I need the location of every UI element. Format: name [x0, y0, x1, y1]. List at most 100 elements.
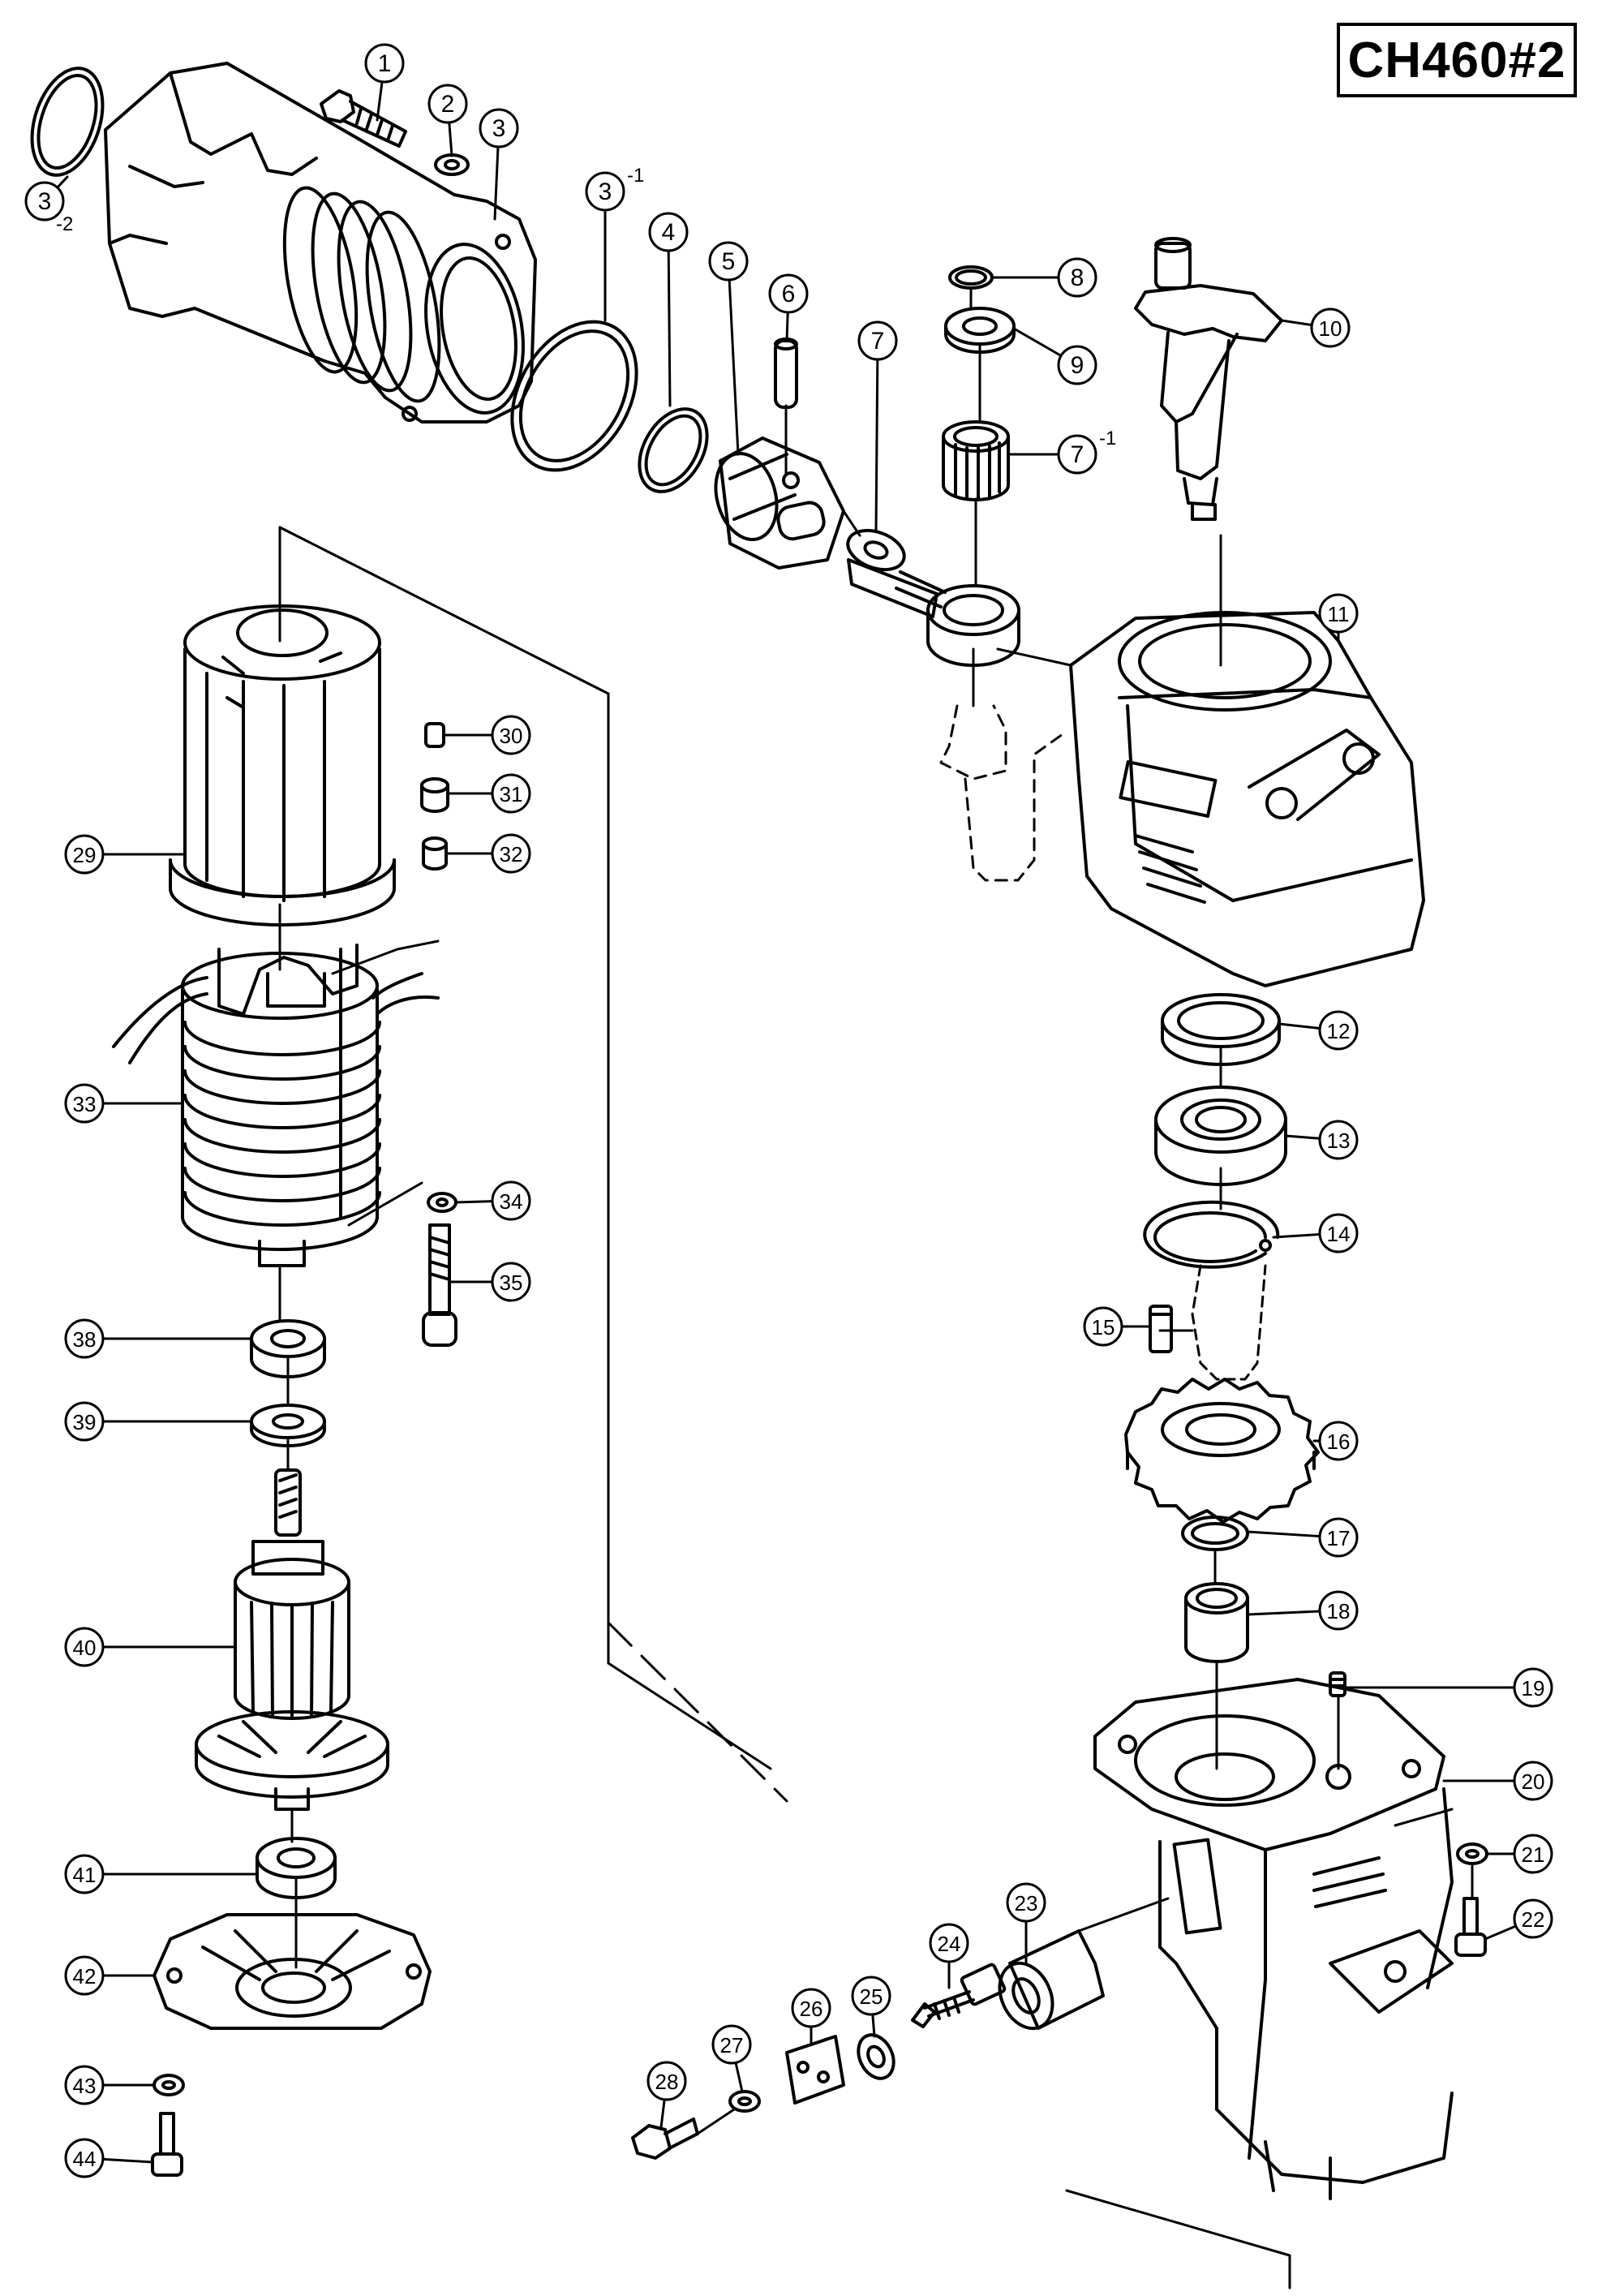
- callout-number: 43: [73, 2074, 97, 2098]
- callout-circle: [364, 43, 405, 84]
- callout-circle: [929, 1923, 969, 1963]
- callout-leader: [728, 278, 740, 456]
- callout-leader: [1280, 319, 1313, 327]
- callout-number: 6: [782, 281, 796, 307]
- callout-p34: 34: [454, 1180, 531, 1221]
- callout-circle: [648, 212, 689, 252]
- end-cover-part-42: [152, 1913, 432, 2030]
- callout-circle: [1513, 1898, 1553, 1939]
- callout-leader: [874, 358, 879, 533]
- callout-leader: [448, 121, 453, 157]
- callout-number: 39: [73, 1410, 97, 1434]
- retaining-ring-part-17: [1181, 1516, 1249, 1551]
- callout-circle: [24, 181, 65, 221]
- callout-circle: [64, 1318, 105, 1359]
- callout-leader: [1272, 1232, 1321, 1239]
- callout-p1: 1: [364, 43, 405, 122]
- brush-cap-part-25: [857, 2033, 895, 2080]
- callout-p6: 6: [768, 273, 809, 342]
- callout-p18: 18: [1246, 1590, 1359, 1631]
- brush-holder-part-23: [998, 1929, 1105, 2031]
- callout-p4: 4: [648, 212, 689, 407]
- callout-number: 3: [599, 178, 612, 205]
- cap-part-30: [424, 722, 445, 748]
- callout-p13: 13: [1284, 1120, 1359, 1160]
- callout-p43: 43: [64, 2065, 156, 2105]
- callout-leader: [101, 2157, 154, 2164]
- screw-part-35: [422, 1223, 457, 1347]
- shaft-hidden-outline: [1191, 1264, 1267, 1381]
- callout-circle: [1057, 345, 1097, 385]
- callout-suffix: -1: [627, 165, 644, 187]
- o-ring-part-3-2: [30, 67, 105, 177]
- callout-number: 41: [73, 1863, 97, 1887]
- callout-circle: [851, 1976, 891, 2016]
- callout-number: 29: [73, 843, 97, 867]
- callout-circle: [1310, 307, 1351, 348]
- callout-number: 10: [1319, 316, 1342, 341]
- callout-p9: 9: [1012, 327, 1097, 385]
- spring-washer-part-34: [427, 1192, 457, 1213]
- callout-number: 31: [500, 782, 523, 806]
- callout-number: 8: [1071, 264, 1084, 291]
- spring-washer-part-27: [728, 2090, 761, 2113]
- callout-number: 44: [73, 2147, 97, 2171]
- callout-leader: [1484, 1924, 1518, 1941]
- callout-number: 7: [1071, 441, 1084, 468]
- crank-case-part-11: [1069, 611, 1425, 987]
- callout-suffix: -1: [1099, 428, 1116, 449]
- crank-shaft-hidden-outline: [939, 704, 1064, 882]
- callout-number: 4: [662, 219, 676, 246]
- callout-p40: 40: [64, 1627, 237, 1667]
- callout-circle: [491, 833, 531, 874]
- callout-p25: 25: [851, 1976, 891, 2038]
- spring-washer-part-43: [152, 2074, 185, 2096]
- callout-number: 24: [938, 1932, 961, 1956]
- callout-circle: [1318, 1010, 1359, 1051]
- callout-number: 13: [1327, 1129, 1351, 1153]
- callout-circle: [1083, 1306, 1123, 1347]
- callout-number: 2: [441, 91, 455, 118]
- callout-circle: [646, 2061, 687, 2101]
- callout-leader: [659, 2098, 666, 2129]
- callout-p24: 24: [929, 1923, 969, 1989]
- callout-p26: 26: [791, 1988, 831, 2046]
- callout-p5: 5: [708, 241, 749, 456]
- callout-p3-2: 3-2: [24, 175, 73, 235]
- callout-p33: 33: [64, 1083, 184, 1124]
- bolt-part-1: [320, 89, 407, 148]
- callout-circle: [1318, 1213, 1359, 1253]
- callout-circle: [491, 1180, 531, 1221]
- callout-circle: [64, 1401, 105, 1442]
- callout-p17: 17: [1246, 1517, 1359, 1558]
- callout-circle: [1318, 1517, 1359, 1558]
- callout-circle: [64, 1854, 105, 1894]
- callout-number: 7: [871, 328, 885, 355]
- callout-number: 15: [1092, 1315, 1115, 1339]
- callout-p38: 38: [64, 1318, 253, 1359]
- assembly-dashed-lines: [278, 526, 788, 1803]
- callout-leader: [1284, 1134, 1321, 1140]
- callout-circle: [1513, 1761, 1553, 1801]
- callout-circle: [585, 171, 625, 212]
- callout-p16: 16: [1312, 1421, 1359, 1461]
- callout-circle: [491, 1262, 531, 1302]
- callout-circle: [427, 84, 468, 124]
- callout-p31: 31: [446, 773, 531, 814]
- callout-circle: [64, 2065, 105, 2105]
- callout-circle: [64, 834, 105, 875]
- callout-p14: 14: [1272, 1213, 1359, 1253]
- callout-p3: 3: [479, 108, 519, 221]
- o-ring-part-4: [638, 407, 709, 493]
- callout-number: 1: [378, 50, 392, 77]
- callout-number: 18: [1327, 1599, 1351, 1623]
- callout-p35: 35: [448, 1262, 531, 1302]
- callout-p44: 44: [64, 2138, 154, 2178]
- callout-p19: 19: [1343, 1667, 1553, 1708]
- screw-part-44: [151, 2112, 183, 2177]
- callout-number: 28: [655, 2070, 679, 2094]
- callout-number: 34: [500, 1189, 523, 1214]
- callout-number: 38: [73, 1327, 97, 1352]
- callout-p29: 29: [64, 834, 187, 875]
